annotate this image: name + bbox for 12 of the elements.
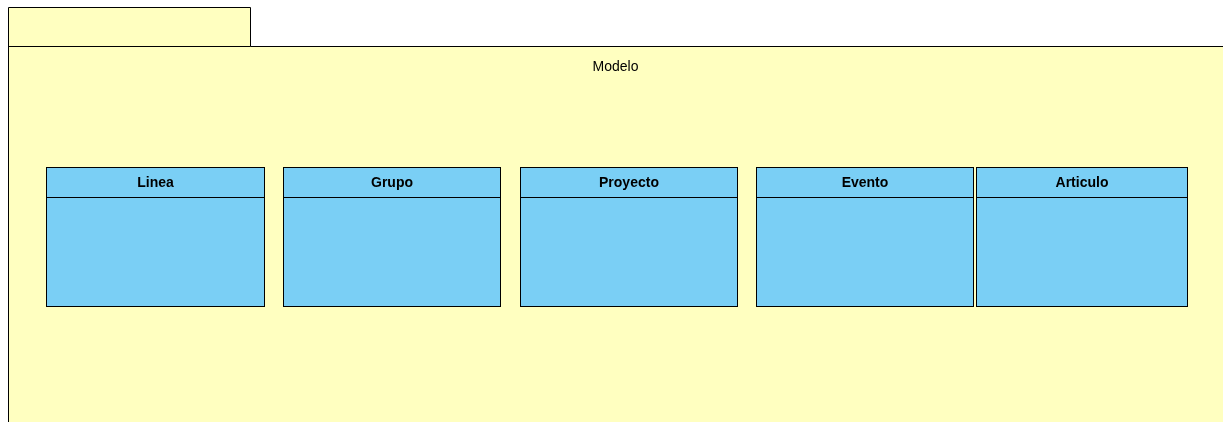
class-box — [46, 167, 265, 307]
class-name: Grupo — [284, 168, 500, 198]
class-box — [756, 167, 974, 307]
class-box — [520, 167, 738, 307]
class-name: Articulo — [977, 168, 1187, 198]
class-box — [976, 167, 1188, 307]
class-box — [283, 167, 501, 307]
package-name: Modelo — [592, 58, 639, 74]
class-name: Proyecto — [521, 168, 737, 198]
class-name: Evento — [757, 168, 973, 198]
package-shape — [8, 7, 1223, 422]
class-name: Linea — [47, 168, 264, 198]
